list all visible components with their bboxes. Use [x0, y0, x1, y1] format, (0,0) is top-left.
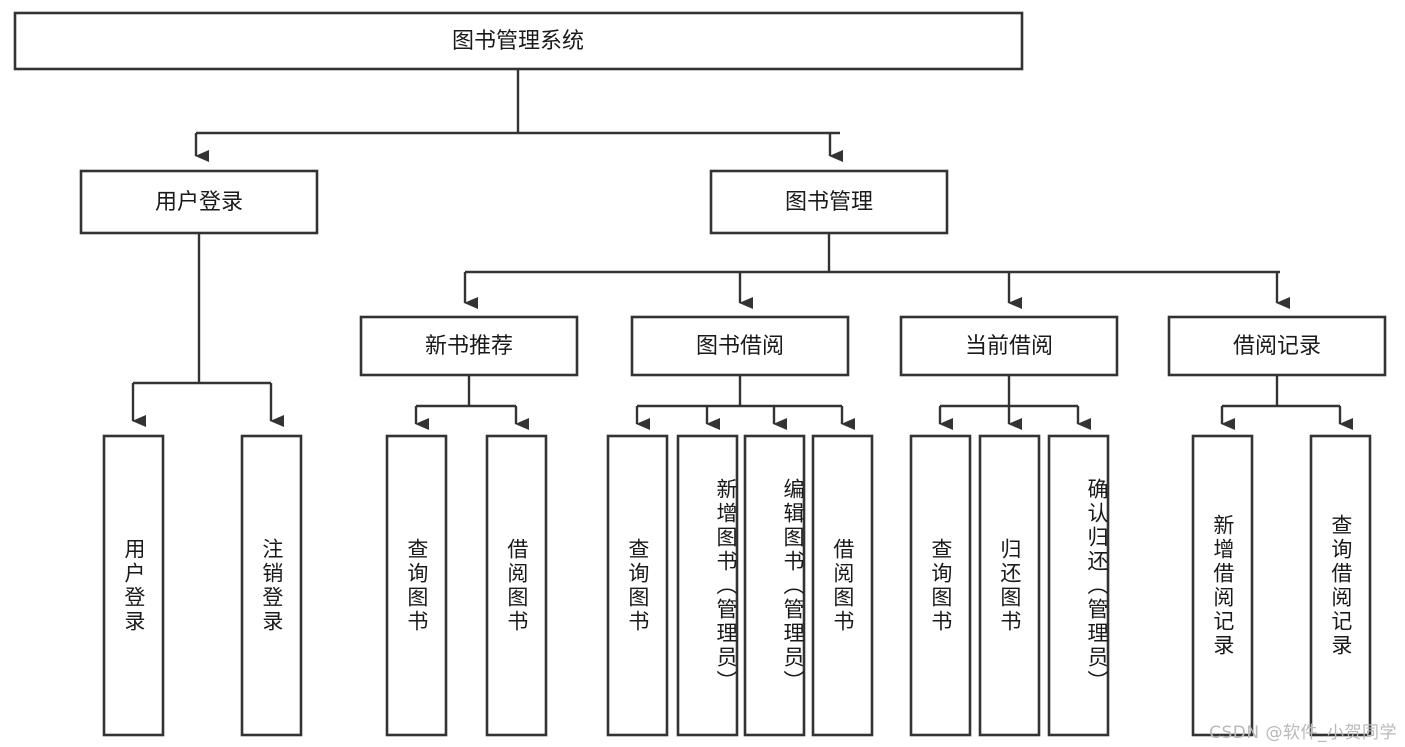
connector-bookmgmt-to-level3 [463, 233, 1290, 309]
connector-newbook-to-leaves [414, 375, 529, 430]
node-root-label: 图书管理系统 [452, 29, 584, 54]
connector-record-to-leaves [1220, 375, 1353, 430]
node-current-borrow-label: 当前借阅 [965, 334, 1053, 359]
node-root[interactable]: 图书管理系统 [13, 11, 1024, 71]
leaf-current-borrow-3[interactable] [1047, 434, 1110, 737]
connector-borrow-to-leaves [635, 375, 855, 430]
node-borrow-record-label: 借阅记录 [1233, 334, 1321, 359]
csdn-watermark: CSDN @软件_小贺同学 [1209, 723, 1397, 743]
node-user-login[interactable]: 用户登录 [79, 169, 319, 235]
node-current-borrow[interactable]: 当前借阅 [899, 315, 1119, 377]
node-borrow-record[interactable]: 借阅记录 [1167, 315, 1387, 377]
node-new-book-recommend[interactable]: 新书推荐 [359, 315, 579, 377]
node-new-book-recommend-label: 新书推荐 [425, 334, 513, 359]
leaf-user-login-2[interactable] [240, 434, 303, 737]
leaf-book-borrow-4[interactable] [811, 434, 874, 737]
leaf-current-borrow-2[interactable] [978, 434, 1041, 737]
node-book-management-label: 图书管理 [785, 190, 873, 215]
connector-userlogin-to-leaves [131, 233, 284, 427]
node-book-borrow[interactable]: 图书借阅 [630, 315, 850, 377]
node-book-management[interactable]: 图书管理 [709, 169, 949, 235]
leaf-book-borrow-2[interactable] [676, 434, 739, 737]
node-user-login-label: 用户登录 [155, 190, 243, 215]
connector-root-to-level2 [194, 69, 843, 162]
node-book-borrow-label: 图书借阅 [696, 334, 784, 359]
leaf-borrow-record-1[interactable] [1191, 434, 1254, 737]
leaf-borrow-record-2[interactable] [1309, 434, 1372, 737]
leaf-book-borrow-3[interactable] [743, 434, 806, 737]
leaf-book-borrow-1[interactable] [606, 434, 669, 737]
leaf-user-login-1[interactable] [102, 434, 165, 737]
leaf-new-book-2[interactable] [485, 434, 548, 737]
leaf-new-book-1[interactable] [385, 434, 448, 737]
leaf-current-borrow-1[interactable] [909, 434, 972, 737]
connector-current-to-leaves [938, 375, 1091, 430]
